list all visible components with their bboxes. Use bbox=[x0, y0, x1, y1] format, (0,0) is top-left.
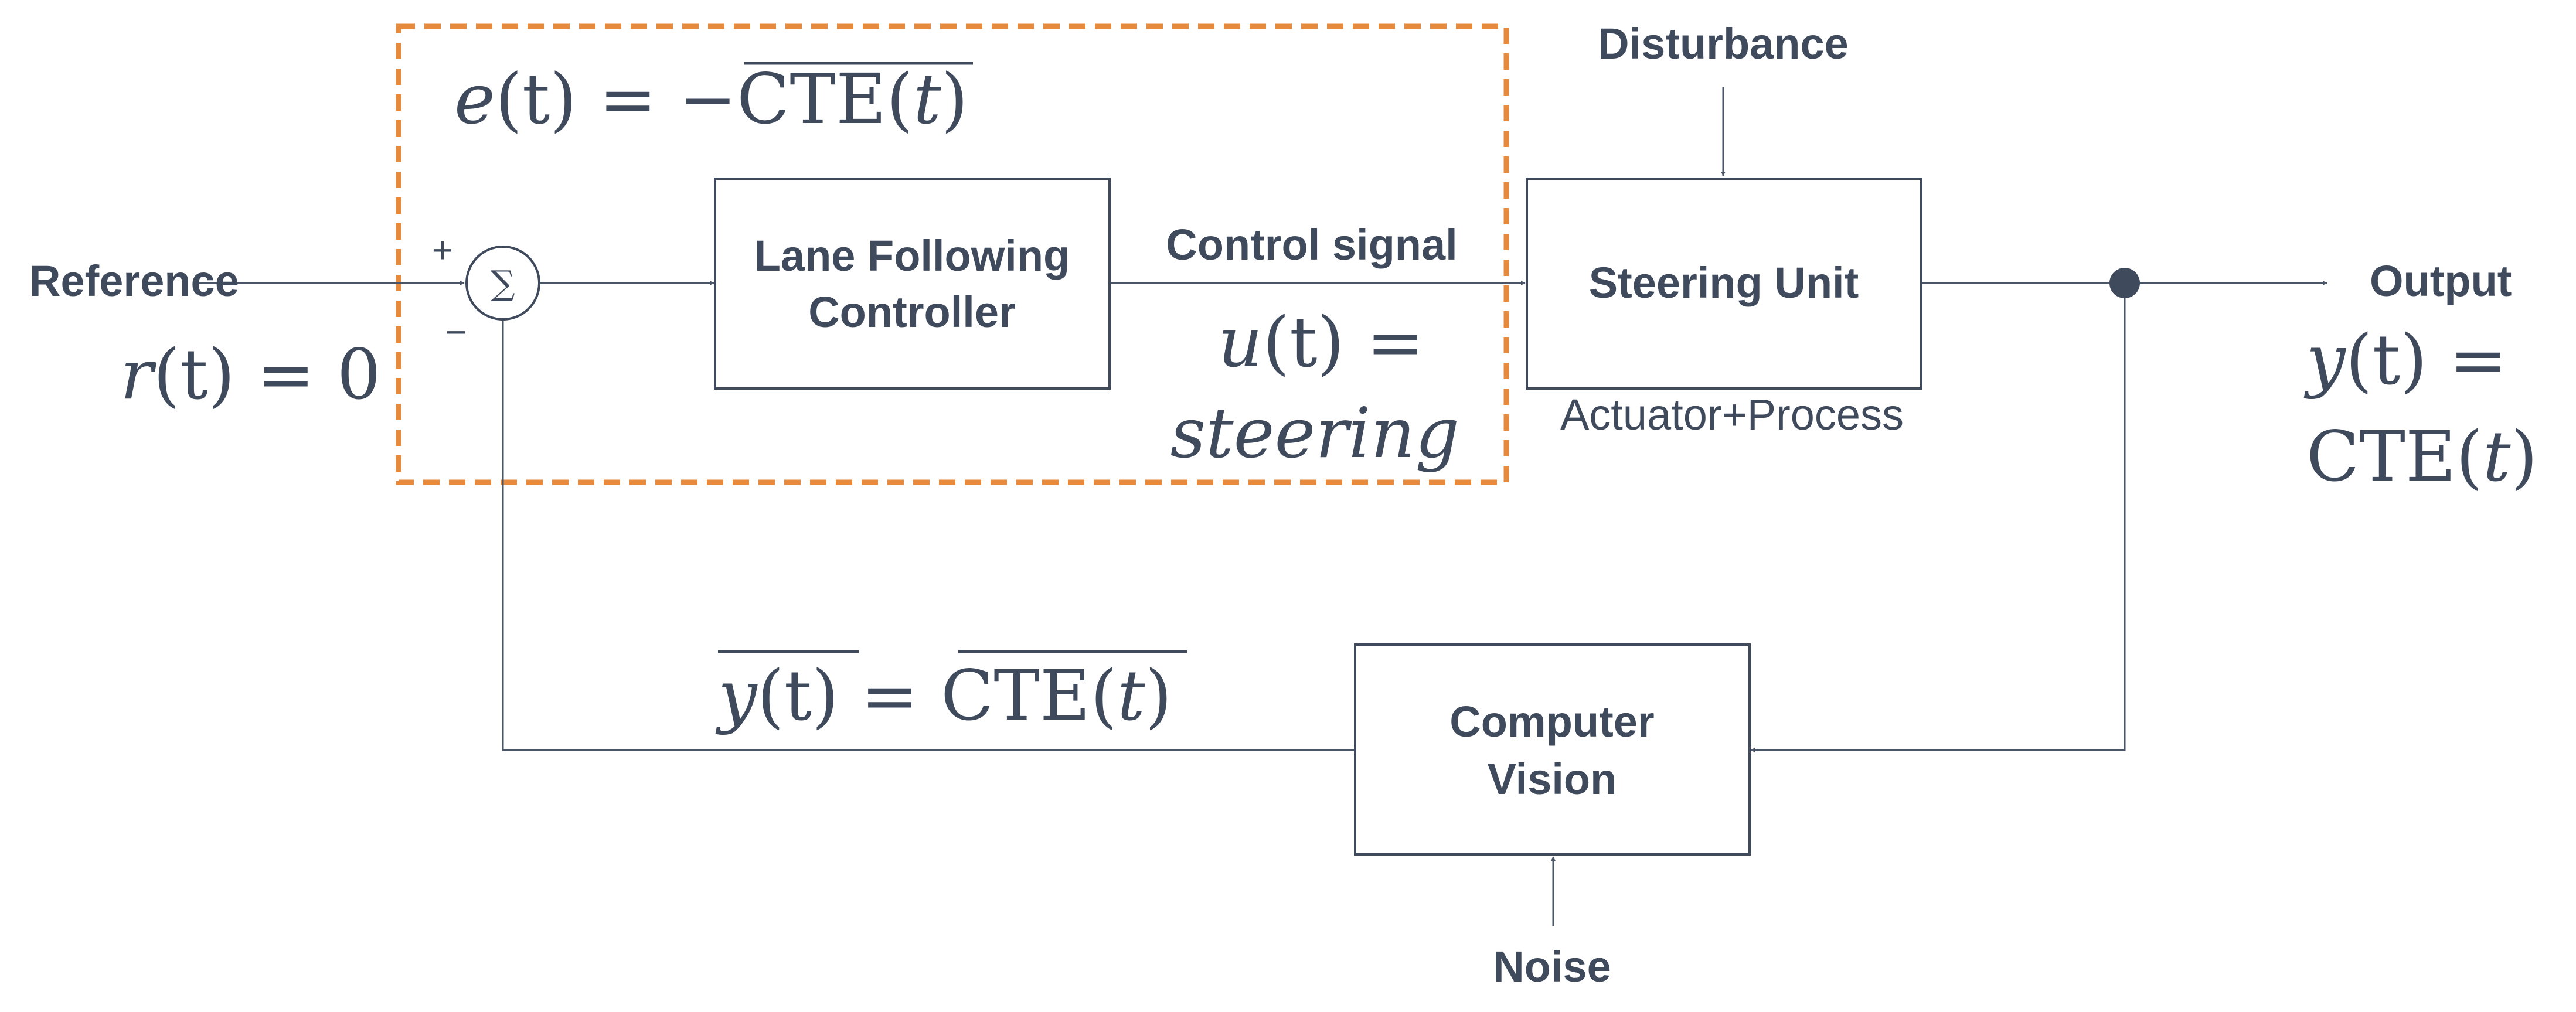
error-cte-close: ) bbox=[941, 59, 968, 139]
feedback-cte-t: t bbox=[1117, 655, 1145, 736]
disturbance-label: Disturbance bbox=[1598, 19, 1849, 68]
steering-unit-label: Steering Unit bbox=[1589, 258, 1859, 307]
feedback-equation: y(t) = CTE(t) bbox=[715, 655, 1172, 736]
steering-unit-block bbox=[1526, 178, 1922, 390]
output-args: (t) = bbox=[2346, 319, 2507, 400]
controller-label-line2: Controller bbox=[808, 288, 1016, 336]
output-var: y bbox=[2303, 319, 2346, 400]
controller-label-line1: Lane Following bbox=[754, 231, 1070, 280]
control-equation-line2: steering bbox=[1170, 393, 1459, 473]
minus-sign: − bbox=[445, 312, 467, 353]
error-cte: CTE( bbox=[737, 59, 913, 139]
feedback-cte-close: ) bbox=[1145, 655, 1172, 736]
output-branch-point bbox=[2109, 268, 2140, 298]
feedback-cte: CTE( bbox=[941, 655, 1117, 736]
reference-args: (t) = 0 bbox=[153, 334, 380, 415]
output-cte-t: t bbox=[2483, 416, 2511, 497]
vision-label-line1: Computer bbox=[1449, 697, 1654, 746]
reference-label: Reference bbox=[29, 257, 239, 305]
reference-var: r bbox=[120, 334, 157, 415]
vision-to-sum-arrow bbox=[501, 316, 1355, 751]
output-equation-line2: CTE(t) bbox=[2306, 416, 2538, 497]
lane-following-controller-block bbox=[714, 178, 1111, 390]
feedback-eq: = bbox=[839, 655, 941, 736]
output-equation-line1: y(t) = bbox=[2303, 319, 2507, 400]
plus-sign: + bbox=[432, 230, 453, 271]
feedback-args: (t) bbox=[757, 655, 839, 736]
output-cte: CTE( bbox=[2306, 416, 2483, 497]
error-args: (t) = − bbox=[495, 59, 737, 139]
reference-equation: r(t) = 0 bbox=[120, 334, 381, 415]
error-equation: e(t) = −CTE(t) bbox=[454, 59, 968, 139]
output-label: Output bbox=[2370, 257, 2512, 305]
control-var: u bbox=[1218, 302, 1263, 383]
control-args: (t) = bbox=[1263, 302, 1424, 383]
summing-junction bbox=[465, 246, 540, 321]
controller-highlight-region bbox=[396, 23, 1509, 485]
actuator-process-label: Actuator+Process bbox=[1560, 390, 1904, 439]
computer-vision-block bbox=[1354, 643, 1751, 856]
feedback-to-vision-arrow bbox=[1750, 283, 2126, 752]
vision-label-line2: Vision bbox=[1488, 755, 1617, 803]
feedback-var: y bbox=[715, 655, 758, 736]
control-signal-label: Control signal bbox=[1166, 220, 1457, 269]
sum-symbol: ∑ bbox=[491, 263, 515, 303]
noise-label: Noise bbox=[1493, 942, 1611, 991]
error-var: e bbox=[454, 59, 495, 139]
output-cte-close: ) bbox=[2511, 416, 2538, 497]
error-cte-t: t bbox=[913, 59, 941, 139]
control-equation-line1: u(t) = bbox=[1218, 302, 1424, 383]
